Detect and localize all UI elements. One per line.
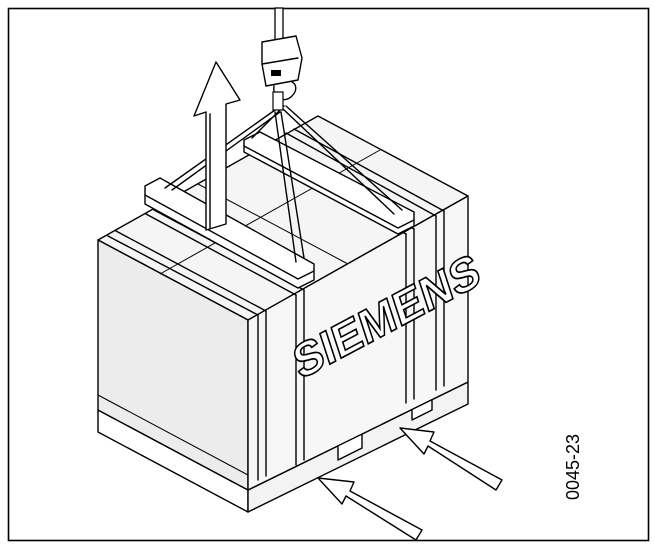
crate-box <box>97 115 469 491</box>
lift-up-arrow-icon <box>193 61 241 231</box>
figure-code: 0045-23 <box>563 434 583 500</box>
crane-hook-icon <box>261 7 303 111</box>
forklift-entry-arrow-icon <box>317 427 503 541</box>
lifting-spreader <box>144 131 415 289</box>
